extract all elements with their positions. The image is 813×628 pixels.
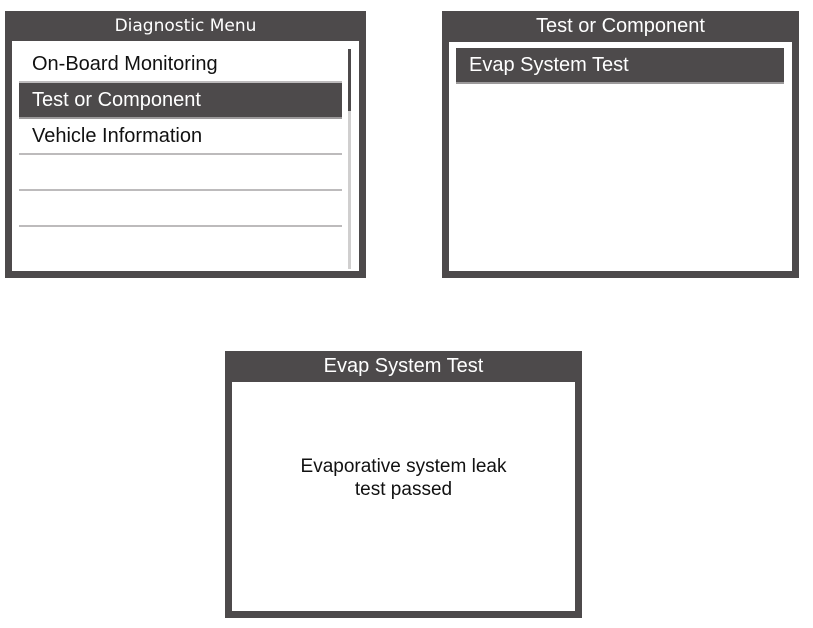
menu-item-test-or-component[interactable]: Test or Component — [19, 83, 342, 119]
menu-item-empty — [19, 227, 342, 261]
test-or-component-screen: Test or Component Evap System Test — [442, 11, 799, 278]
diagnostic-menu-scrollbar[interactable] — [348, 49, 351, 269]
result-message-line-2: test passed — [354, 479, 453, 500]
diagnostic-menu-list: On-Board Monitoring Test or Component Ve… — [19, 47, 342, 261]
test-or-component-list: Evap System Test — [456, 48, 784, 84]
menu-item-on-board-monitoring[interactable]: On-Board Monitoring — [19, 47, 342, 83]
diagnostic-menu-title: Diagnostic Menu — [5, 11, 366, 41]
evap-system-test-title: Evap System Test — [225, 351, 582, 382]
menu-item-empty — [19, 191, 342, 227]
evap-system-test-screen: Evap System Test Evaporative system leak… — [225, 351, 582, 618]
scrollbar-thumb[interactable] — [348, 49, 351, 111]
test-result-message: Evaporative system leak test passed — [232, 455, 575, 501]
diagnostic-menu-screen: Diagnostic Menu On-Board Monitoring Test… — [5, 11, 366, 278]
result-message-line-1: Evaporative system leak — [300, 456, 507, 477]
menu-item-empty — [19, 155, 342, 191]
test-or-component-title: Test or Component — [442, 11, 799, 42]
menu-item-vehicle-information[interactable]: Vehicle Information — [19, 119, 342, 155]
menu-item-evap-system-test[interactable]: Evap System Test — [456, 48, 784, 84]
